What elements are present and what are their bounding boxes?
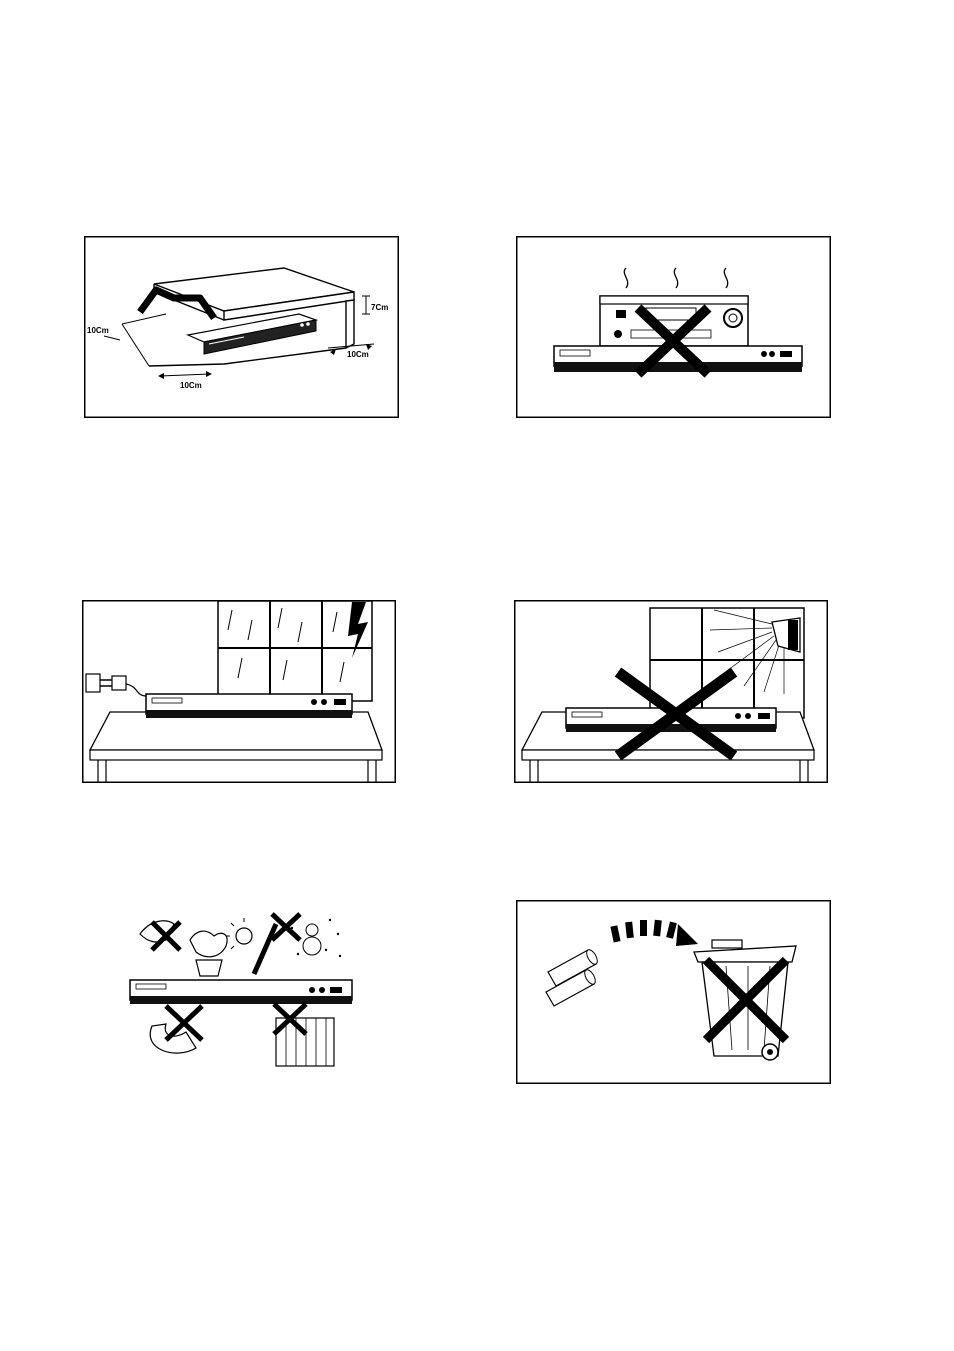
thermometer-icon <box>254 924 276 974</box>
panel-ventilation-clearance: 7Cm 10Cm 10Cm 10Cm <box>84 236 399 418</box>
battery-disposal-illustration <box>516 900 831 1084</box>
panel-no-heat-source <box>516 236 831 418</box>
lightning-unplug-illustration <box>82 600 396 783</box>
sun-icon <box>236 928 252 944</box>
environmental-hazards-illustration <box>126 900 356 1080</box>
ventilation-clearance-illustration: 7Cm 10Cm 10Cm 10Cm <box>84 236 399 418</box>
panel-no-direct-sunlight <box>514 600 828 783</box>
left-clearance-label: 10Cm <box>87 326 109 335</box>
plant-icon <box>190 931 227 957</box>
front-clearance-label: 10Cm <box>180 381 202 390</box>
panel-battery-disposal <box>516 900 831 1084</box>
wall-socket-icon <box>86 674 100 692</box>
snowman-icon <box>306 924 318 936</box>
panel-environmental-hazards <box>126 900 356 1080</box>
plug-icon <box>112 676 126 690</box>
panel-lightning-unplug <box>82 600 396 783</box>
no-heat-source-illustration <box>516 236 831 418</box>
top-clearance-label: 7Cm <box>371 303 388 312</box>
no-direct-sunlight-illustration <box>514 600 828 783</box>
right-clearance-label: 10Cm <box>347 350 369 359</box>
